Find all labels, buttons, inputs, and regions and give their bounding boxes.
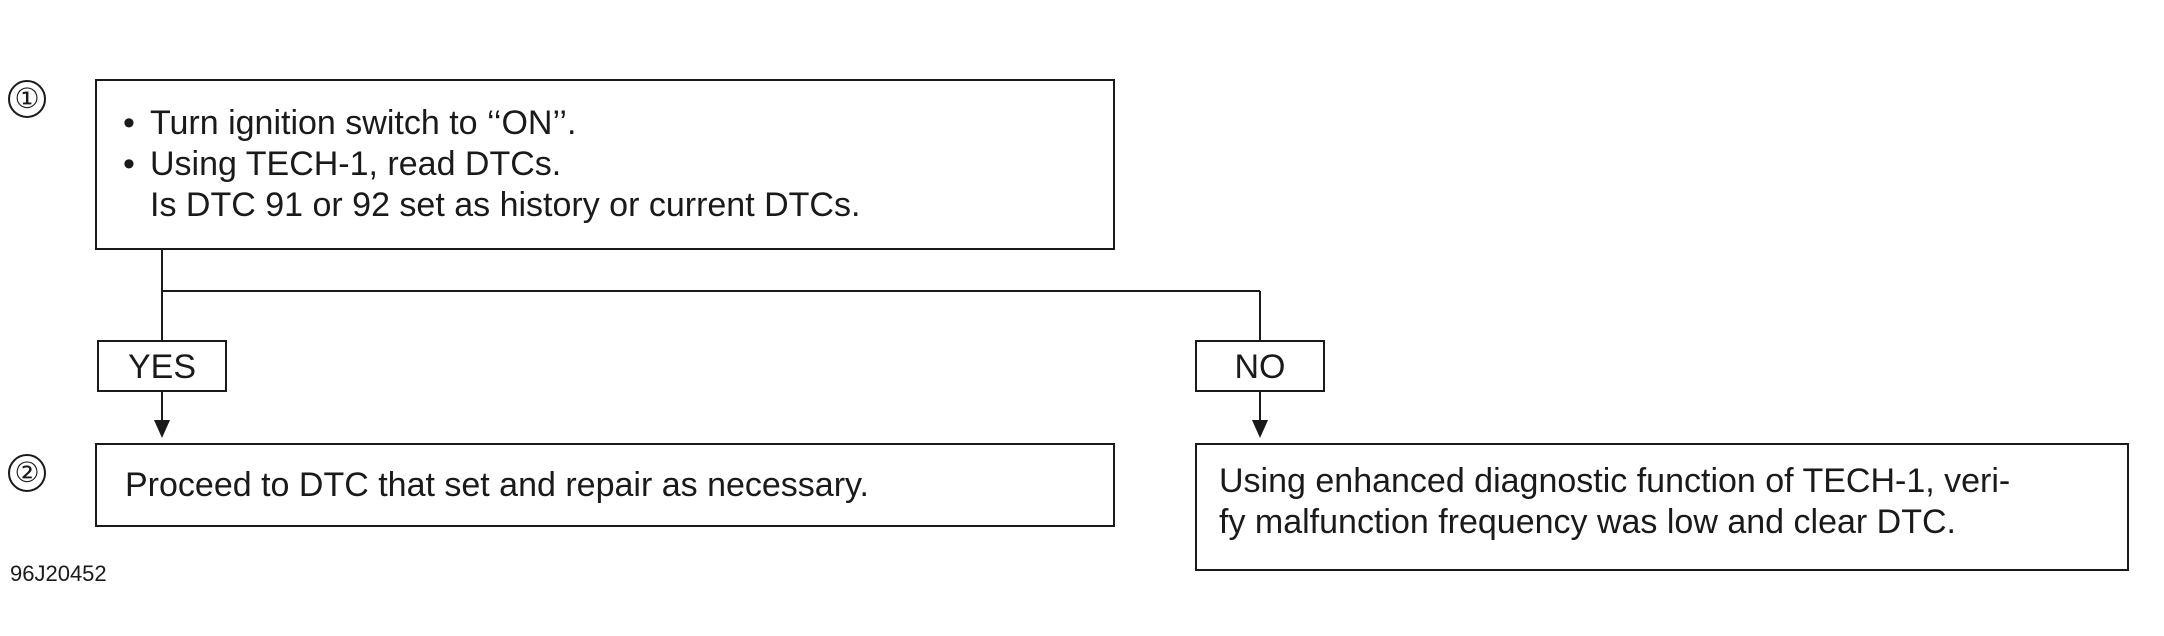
step-1-marker: ①: [8, 80, 46, 118]
step-1-bullet-2: • Using TECH-1, read DTCs.: [123, 144, 1113, 185]
step-1-bullet-1-text: Turn ignition switch to ‘‘ON’’.: [150, 104, 577, 142]
step-1-box: • Turn ignition switch to ‘‘ON’’. • Using …: [95, 79, 1115, 250]
step-1-question: Is DTC 91 or 92 set as history or curren…: [150, 186, 861, 224]
bullet-icon: •: [123, 145, 135, 183]
step-2-marker: ②: [8, 454, 46, 492]
step-1-bullet-2-text: Using TECH-1, read DTCs.: [150, 145, 562, 183]
no-result-line-2: fy malfunction frequency was low and cle…: [1219, 503, 1956, 541]
bullet-icon: •: [123, 104, 135, 142]
arrowhead-yes: [154, 420, 170, 438]
figure-id: 96J20452: [10, 561, 107, 586]
yes-label: YES: [97, 340, 227, 392]
arrowhead-no: [1252, 420, 1268, 438]
step-1-bullet-1: • Turn ignition switch to ‘‘ON’’.: [123, 103, 1113, 144]
no-result-line-1: Using enhanced diagnostic function of TE…: [1219, 462, 2011, 500]
no-result-box: Using enhanced diagnostic function of TE…: [1195, 443, 2129, 571]
step-2-box: Proceed to DTC that set and repair as ne…: [95, 443, 1115, 527]
no-label: NO: [1195, 340, 1325, 392]
step-2-text: Proceed to DTC that set and repair as ne…: [125, 466, 869, 504]
